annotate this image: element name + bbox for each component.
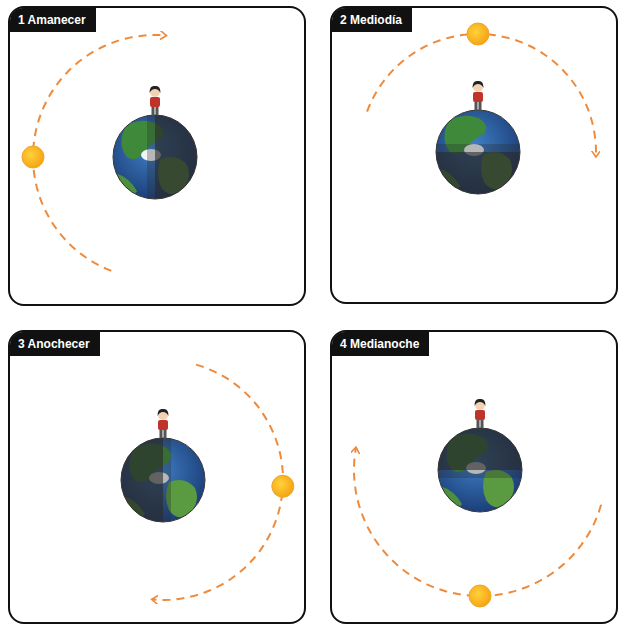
person-figure: [475, 399, 486, 428]
sun: [467, 23, 489, 45]
panel-heading: 4 Medianoche: [332, 332, 429, 356]
panel-heading: 3 Anochecer: [10, 332, 100, 356]
earth-globe: [113, 115, 197, 205]
panel-heading: 2 Mediodía: [332, 8, 412, 32]
night-side: [121, 438, 171, 522]
person-figure: [158, 409, 169, 438]
time-panel: 2 Mediodía: [330, 6, 618, 304]
earth-globe: [438, 428, 522, 518]
time-panel: 4 Medianoche: [330, 330, 618, 624]
sun: [22, 146, 44, 168]
sun-path-arc: [354, 448, 601, 596]
night-side: [147, 115, 197, 199]
person-figure: [473, 81, 484, 110]
time-panel: 3 Anochecer: [8, 330, 306, 624]
night-side: [436, 144, 520, 194]
sun-path-arc: [33, 35, 166, 271]
panel-heading: 1 Amanecer: [10, 8, 96, 32]
night-side: [438, 428, 522, 478]
person-figure: [150, 86, 161, 115]
time-panel: 1 Amanecer: [8, 6, 306, 306]
earth-globe: [436, 110, 520, 200]
sun: [272, 475, 294, 497]
earth-globe: [121, 438, 205, 528]
sun-path-arc: [153, 365, 284, 600]
sun: [469, 585, 491, 607]
